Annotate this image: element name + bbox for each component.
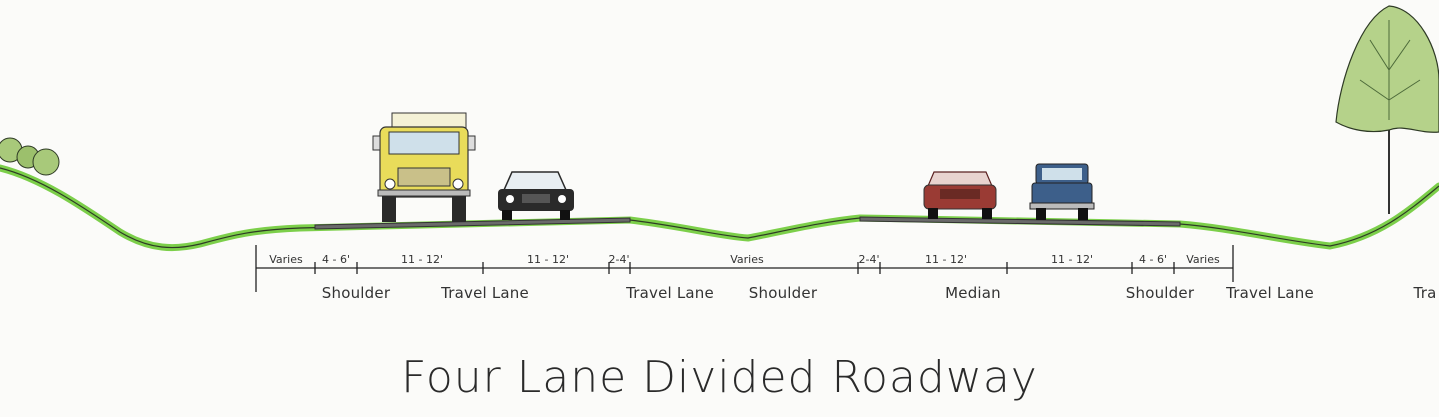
dimension-label: 2-4' bbox=[608, 253, 630, 266]
pavement-right bbox=[859, 216, 1181, 227]
section-label: Travel Lane bbox=[626, 284, 714, 302]
section-label: Shoulder bbox=[1125, 284, 1195, 302]
car-icon bbox=[498, 171, 574, 220]
dimension-label: Varies bbox=[730, 253, 764, 266]
section-label: Tra bbox=[1413, 284, 1437, 302]
car-icon bbox=[923, 171, 997, 219]
section-label: Travel Lane bbox=[1226, 284, 1314, 302]
ground-profile bbox=[0, 164, 1439, 252]
section-label: Shoulder bbox=[321, 284, 391, 302]
pavement-left bbox=[314, 217, 631, 230]
dimension-label: 2-4' bbox=[858, 253, 880, 266]
dimension-label: 11 - 12' bbox=[1051, 253, 1093, 266]
pickup-icon bbox=[1029, 163, 1095, 220]
dimension-label: 11 - 12' bbox=[527, 253, 569, 266]
dimension-label: Varies bbox=[1186, 253, 1220, 266]
dimension-label: 11 - 12' bbox=[401, 253, 443, 266]
diagram-title: Four Lane Divided Roadway bbox=[401, 352, 1038, 403]
section-label: Shoulder bbox=[748, 284, 818, 302]
section-label: Median bbox=[945, 284, 1001, 302]
dimension-label: 4 - 6' bbox=[322, 253, 350, 266]
ground-outline bbox=[0, 167, 1439, 249]
truck-icon bbox=[372, 112, 476, 222]
dimension-label: Varies bbox=[269, 253, 303, 266]
dimension-label: 11 - 12' bbox=[925, 253, 967, 266]
dimension-line bbox=[255, 245, 1234, 292]
dimension-label: 4 - 6' bbox=[1139, 253, 1167, 266]
bush-icon bbox=[0, 137, 60, 176]
section-label: Travel Lane bbox=[441, 284, 529, 302]
tree-icon bbox=[1335, 5, 1439, 214]
